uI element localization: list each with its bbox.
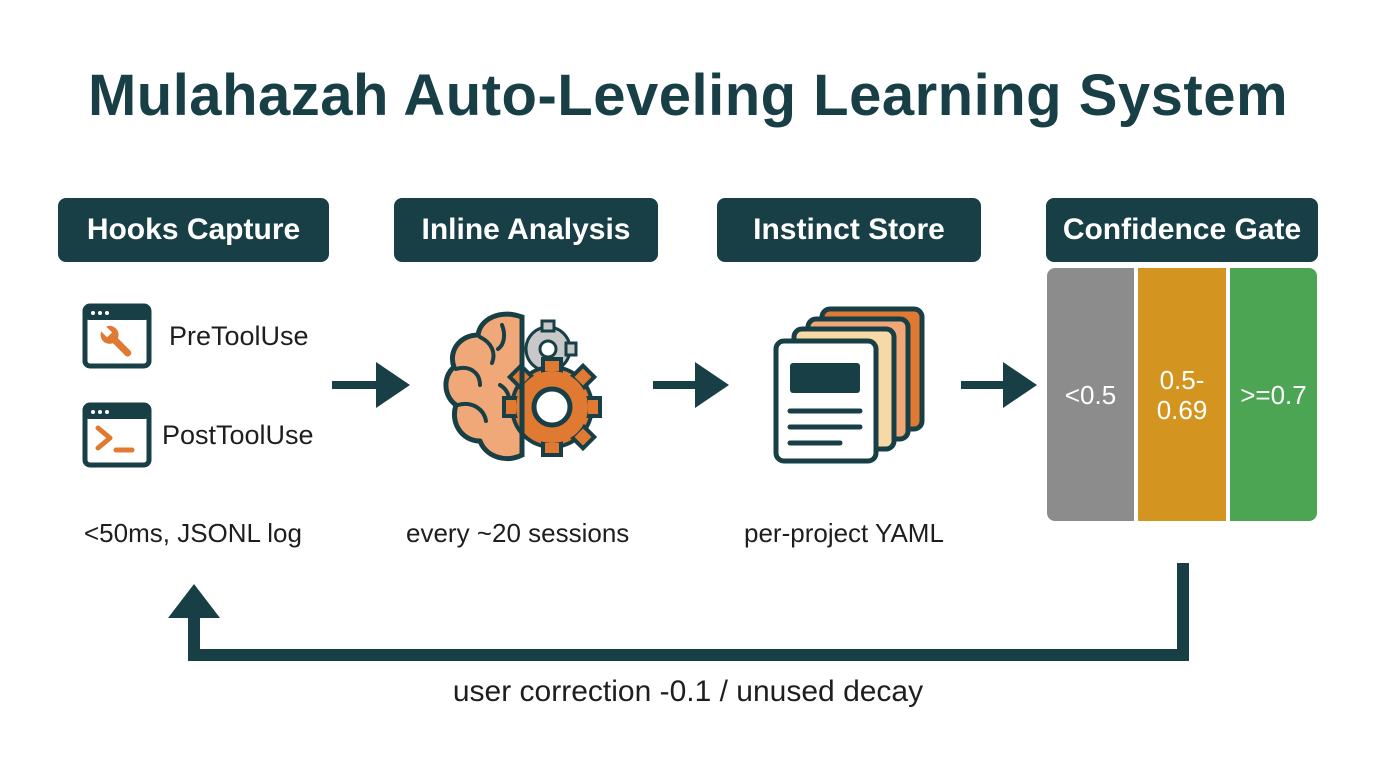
stage-label-confidence-gate: Confidence Gate <box>1046 198 1318 262</box>
brain-gear-icon <box>443 311 602 461</box>
hook-label-pretooluse: PreToolUse <box>169 321 309 351</box>
document-stack-icon <box>773 306 925 464</box>
stage-label-instinct-store: Instinct Store <box>717 198 981 262</box>
caption-inline-analysis: every ~20 sessions <box>406 518 630 548</box>
caption-hooks-capture: <50ms, JSONL log <box>84 518 302 548</box>
feedback-label: user correction -0.1 / unused decay <box>452 675 924 708</box>
wrench-window-icon <box>82 303 152 369</box>
confidence-band-low: <0.5 <box>1047 268 1134 521</box>
caption-instinct-store: per-project YAML <box>744 518 944 548</box>
page-title: Mulahazah Auto-Leveling Learning System <box>87 63 1289 128</box>
flow-arrow <box>332 362 410 408</box>
terminal-window-icon <box>82 402 152 468</box>
flow-arrow <box>961 362 1037 408</box>
flow-arrow <box>653 362 729 408</box>
confidence-band-high: >=0.7 <box>1230 268 1317 521</box>
confidence-band-label: <0.5 <box>1064 379 1117 410</box>
confidence-band-label: >=0.7 <box>1240 379 1307 410</box>
stage-label-hooks-capture: Hooks Capture <box>58 198 329 262</box>
stage-label-inline-analysis: Inline Analysis <box>394 198 658 262</box>
confidence-band-mid: 0.5-0.69 <box>1138 268 1226 521</box>
hook-label-posttooluse: PostToolUse <box>162 420 314 450</box>
confidence-band-label: 0.5-0.69 <box>1156 364 1208 425</box>
